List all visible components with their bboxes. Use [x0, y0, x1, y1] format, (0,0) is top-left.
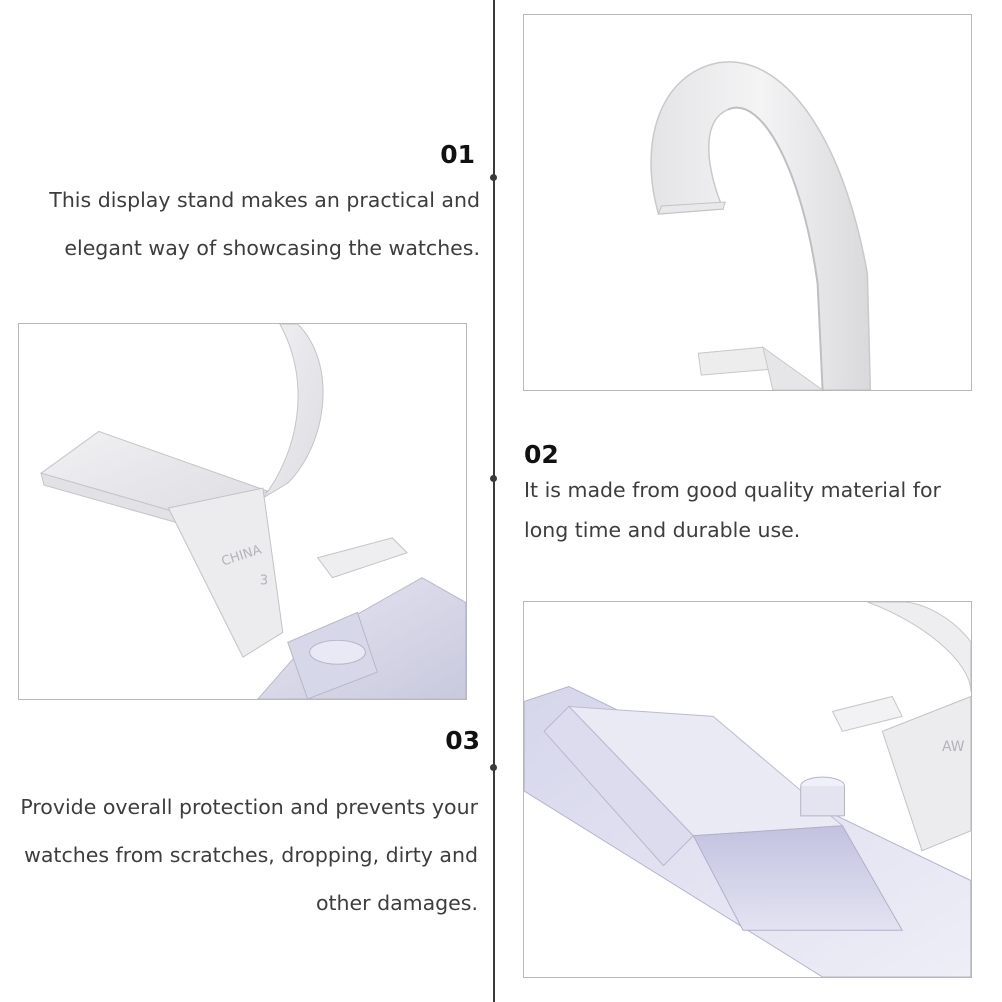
timeline-dot-01	[490, 174, 497, 181]
feature-number-03: 03	[445, 726, 480, 755]
feature-text-01: This display stand makes an practical an…	[10, 176, 480, 272]
timeline-dot-02	[490, 475, 497, 482]
stand-illustration: CHINA 3	[39, 324, 466, 699]
feature-number-01: 01	[440, 140, 475, 169]
photo-stand-left: CHINA 3	[18, 323, 467, 700]
feature-text-03-line2: watches from scratches, dropping, dirty …	[24, 843, 478, 867]
feature-text-03-line1: Provide overall protection and prevents …	[20, 795, 478, 819]
feature-number-02: 02	[524, 440, 559, 469]
cuff-illustration	[650, 61, 872, 390]
feature-text-02-line2: long time and durable use.	[524, 518, 801, 542]
timeline-line	[493, 0, 495, 1002]
stand-engraving-line2: 3	[260, 574, 268, 589]
base-illustration: AW	[524, 602, 971, 977]
timeline-dot-03	[490, 764, 497, 771]
photo-base-bottom-right: AW	[523, 601, 972, 978]
feature-text-02: It is made from good quality material fo…	[524, 470, 994, 550]
feature-text-02-line1: It is made from good quality material fo…	[524, 478, 941, 502]
feature-text-01-line2: elegant way of showcasing the watches.	[64, 236, 480, 260]
feature-text-03-line3: other damages.	[315, 891, 478, 915]
feature-text-01-line1: This display stand makes an practical an…	[49, 188, 480, 212]
photo-cuff-top-right	[523, 14, 972, 391]
base-engraving: AW	[942, 739, 965, 755]
feature-text-03: Provide overall protection and prevents …	[0, 783, 478, 927]
